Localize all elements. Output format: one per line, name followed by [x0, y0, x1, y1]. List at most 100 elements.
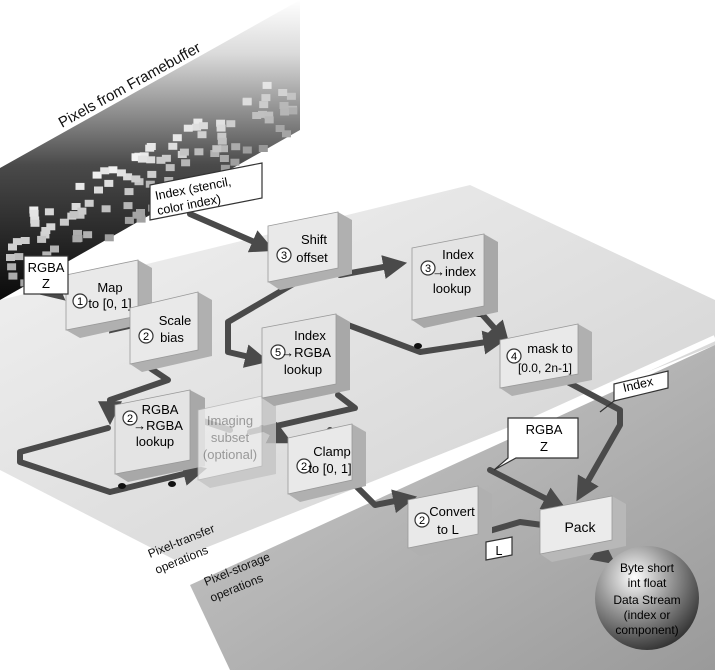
label-l-out: L [485, 536, 513, 561]
framebuffer-pixel [8, 272, 18, 280]
label-index-out-text: Index [622, 374, 656, 395]
framebuffer-pixel [72, 235, 82, 243]
block-mask-line1: mask to [527, 341, 573, 356]
output-data-stream: Byte short int float Data Stream (index … [595, 546, 699, 650]
framebuffer-pixel [136, 215, 146, 223]
framebuffer-pixel [77, 207, 87, 215]
block-map-line1: Map [97, 280, 122, 295]
framebuffer-pixel [94, 186, 103, 194]
block-clamp: 2 Clamp to [0, 1] [287, 423, 366, 502]
framebuffer-pixel [212, 145, 222, 153]
framebuffer-pixel [259, 101, 269, 109]
framebuffer-pixel [230, 158, 240, 166]
framebuffer-pixel [50, 245, 59, 253]
framebuffer-pixel [216, 124, 226, 132]
output-line5: component) [615, 623, 678, 637]
framebuffer-pixel [73, 229, 82, 237]
label-rgba-z-top-line2: Z [42, 276, 50, 291]
block-scale: 2 Scale bias [129, 291, 212, 372]
framebuffer-pixel [100, 167, 110, 175]
label-rgba-z-top: RGBA Z [23, 255, 69, 295]
framebuffer-pixel [288, 107, 298, 115]
block-clamp-num: 2 [301, 461, 307, 473]
framebuffer-pixel [219, 155, 229, 162]
framebuffer-pixel [20, 237, 30, 244]
framebuffer-pixel [165, 164, 175, 172]
framebuffer-pixel [44, 208, 54, 216]
framebuffer-pixel [101, 205, 111, 213]
block-index-rgba-line2: →RGBA [281, 345, 331, 360]
block-mask: 4 mask to [0.0, 2n-1] [499, 323, 592, 396]
block-index-index-line1: Index [442, 247, 474, 262]
output-line1: Byte short [620, 561, 675, 575]
block-mask-line2: [0.0, 2n-1] [518, 361, 572, 375]
block-rgba-lookup: 2 RGBA →RGBA lookup [114, 389, 205, 482]
output-line3: Data Stream [613, 593, 680, 607]
block-scale-num: 2 [143, 331, 149, 343]
block-clamp-line2: to [0, 1] [308, 461, 351, 476]
framebuffer-pixel [124, 188, 134, 196]
framebuffer-pixel [219, 145, 228, 153]
framebuffer-pixel [6, 254, 15, 261]
framebuffer-pixel [193, 118, 203, 126]
framebuffer-pixel [132, 211, 142, 219]
framebuffer-pixel [164, 177, 174, 184]
framebuffer-pixel [278, 89, 288, 96]
block-index-index-num: 3 [425, 263, 431, 275]
framebuffer-pixel [46, 223, 56, 231]
framebuffer-pixel [282, 130, 291, 138]
block-pack: Pack [539, 495, 626, 562]
framebuffer-pixel [137, 155, 147, 163]
framebuffer-pixel [145, 144, 155, 152]
output-line2: int float [628, 576, 667, 590]
framebuffer-pixel [156, 156, 166, 164]
framebuffer-pixel [179, 148, 189, 156]
framebuffer-pixel [217, 132, 227, 140]
framebuffer-pixel [261, 94, 271, 102]
block-convert-line2: to L [437, 522, 459, 537]
output-line4: (index or [624, 608, 671, 622]
framebuffer-pixel [226, 120, 236, 128]
framebuffer-pixel [183, 124, 193, 132]
framebuffer-pixel [124, 216, 134, 224]
framebuffer-pixel [197, 131, 207, 139]
framebuffer-pixel [37, 235, 47, 243]
block-pack-line1: Pack [564, 519, 596, 535]
framebuffer-pixel [104, 179, 114, 187]
block-index-rgba-line3: lookup [284, 362, 322, 377]
block-index-index-line3: lookup [433, 281, 471, 296]
block-shift-line2: offset [296, 250, 328, 265]
framebuffer-pixel [258, 110, 267, 118]
label-index-source: Index (stencil, color index) [149, 162, 263, 221]
label-rgba-z-out-line1: RGBA [526, 422, 563, 437]
framebuffer-pixel [83, 231, 93, 239]
label-rgba-z-out: RGBA Z [493, 417, 579, 471]
block-imaging-line2: subset [211, 430, 250, 445]
block-index-rgba: 5 Index →RGBA lookup [261, 313, 350, 406]
block-index-rgba-num: 5 [275, 347, 281, 359]
block-index-index-line2: →index [432, 264, 477, 279]
framebuffer-pixel [172, 134, 182, 142]
framebuffer-pixel [40, 231, 50, 239]
framebuffer-pixel [12, 238, 22, 246]
framebuffer-pixel [116, 169, 126, 177]
framebuffer-pixel [123, 202, 133, 210]
block-index-index: 3 Index →index lookup [411, 233, 498, 328]
framebuffer-pixel [131, 153, 141, 161]
block-imaging: Imaging subset (optional) [197, 395, 276, 488]
framebuffer-pixel [264, 116, 274, 124]
framebuffer-pixel [242, 98, 252, 106]
framebuffer-pixel [7, 263, 17, 271]
framebuffer-pixel [262, 81, 272, 89]
framebuffer-pixel [108, 166, 118, 174]
block-mask-num: 4 [511, 351, 517, 363]
framebuffer-pixel [258, 145, 268, 152]
framebuffer-pixel [220, 164, 230, 172]
framebuffer-pixel [84, 199, 94, 207]
framebuffer-pixel [216, 119, 226, 127]
block-imaging-line1: Imaging [207, 413, 253, 428]
block-imaging-line3: (optional) [203, 447, 257, 462]
label-rgba-z-top-line1: RGBA [28, 260, 65, 275]
framebuffer-pixel [29, 209, 39, 217]
block-shift-num: 3 [281, 250, 287, 262]
